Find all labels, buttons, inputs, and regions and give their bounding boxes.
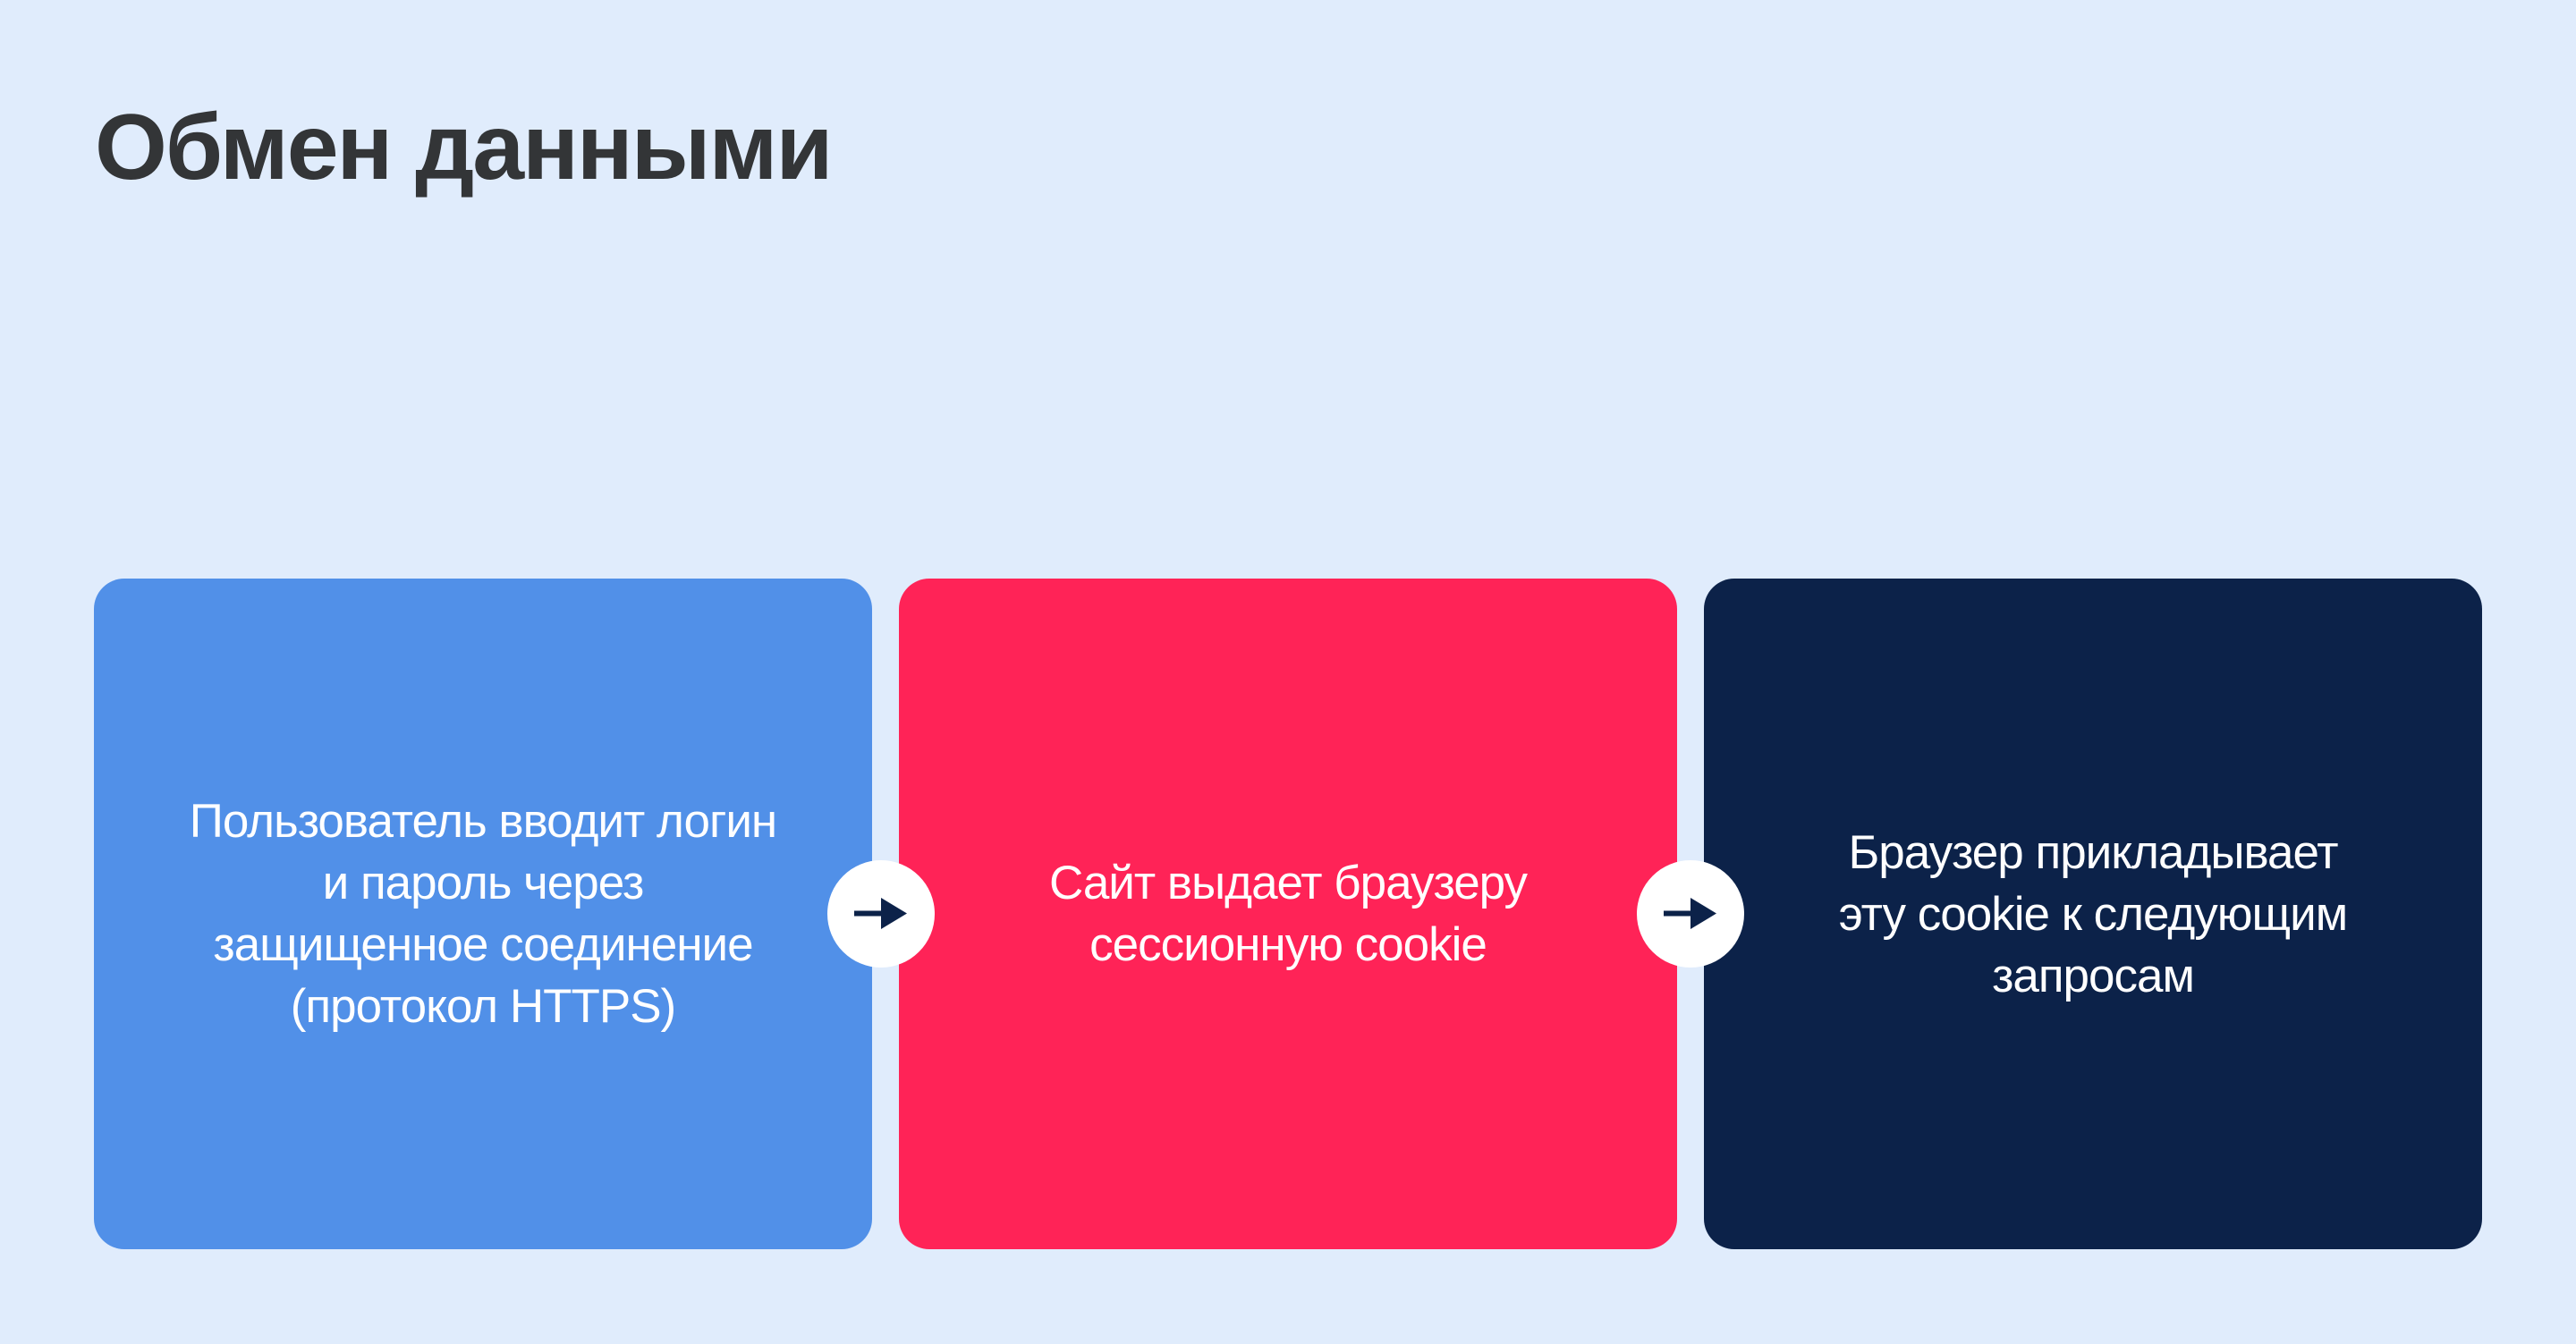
step-text-line: Сайт выдает браузеру [1048, 857, 1528, 909]
flow-connector [827, 860, 935, 968]
step-text-line: Браузер прикладывает [1848, 825, 2338, 879]
page-title: Обмен данными [95, 96, 833, 199]
step-text-line: (протокол HTTPS) [290, 980, 676, 1033]
step-text-line: защищенное соединение [213, 918, 753, 971]
flow-connector [1637, 860, 1744, 968]
step-text-line: и пароль через [322, 857, 645, 909]
step-text-line: эту cookie к следующим [1838, 887, 2348, 941]
step-text-line: сессионную cookie [1089, 918, 1487, 971]
process-flow: Пользователь вводит логин и пароль через… [94, 579, 2482, 1249]
step-card-attach-cookie: Браузер прикладывает эту cookie к следую… [1704, 579, 2482, 1249]
step-card-session-cookie: Сайт выдает браузеру сессионную cookie [899, 579, 1677, 1249]
arrow-right-icon [1664, 898, 1716, 929]
step-text-line: запросам [1992, 949, 2195, 1002]
step-text-line: Пользователь вводит логин [189, 795, 777, 848]
step-card-text: Сайт выдает браузеру сессионную cookie [1048, 852, 1528, 976]
arrow-right-icon [854, 898, 907, 929]
step-card-login: Пользователь вводит логин и пароль через… [94, 579, 872, 1249]
step-card-text: Браузер прикладывает эту cookie к следую… [1838, 822, 2348, 1007]
step-card-text: Пользователь вводит логин и пароль через… [189, 790, 777, 1037]
